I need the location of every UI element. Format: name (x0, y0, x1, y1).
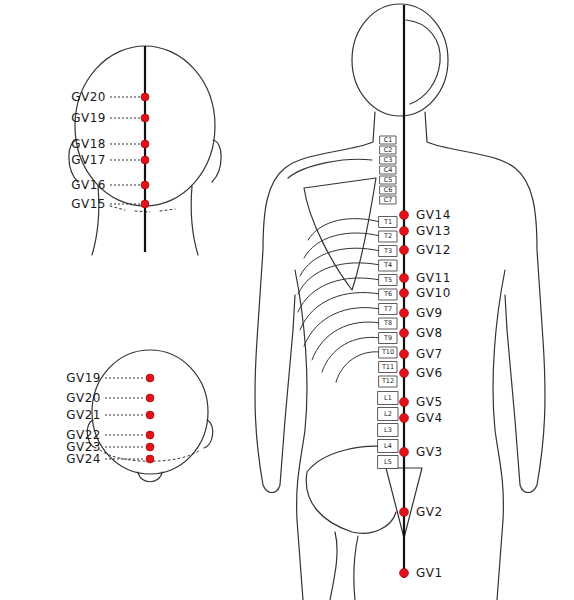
vertebra-label: T2 (384, 233, 392, 240)
vertebra-label: T3 (384, 248, 392, 255)
point-label: GV24 (66, 453, 101, 465)
point-label: GV18 (71, 138, 106, 150)
vertebra-label: C2 (384, 147, 393, 154)
vertebra-label: T11 (382, 364, 394, 371)
vertebra-label: L4 (384, 443, 392, 450)
point-label: GV3 (416, 446, 443, 458)
point-label: GV15 (71, 198, 106, 210)
vertebra-label: T12 (382, 378, 394, 385)
point-label: GV19 (66, 372, 101, 384)
point-label: GV1 (416, 567, 443, 579)
vertebra-label: T9 (384, 335, 392, 342)
point-label: GV20 (71, 91, 106, 103)
vertebra-label: T6 (384, 291, 392, 298)
point-label: GV2 (416, 506, 443, 518)
point-label: GV6 (416, 367, 443, 379)
vertebra-label: C1 (384, 137, 393, 144)
point-label: GV22 (66, 429, 101, 441)
vertebra-label: L2 (384, 411, 392, 418)
vertebra-label: T5 (384, 277, 392, 284)
vertebra-label: T7 (384, 306, 392, 313)
point-label: GV23 (66, 441, 101, 453)
point-label: GV7 (416, 348, 443, 360)
point-label: GV12 (416, 244, 451, 256)
point-label: GV11 (416, 272, 451, 284)
point-label: GV17 (71, 154, 106, 166)
vertebra-label: T4 (384, 262, 392, 269)
point-label: GV10 (416, 287, 451, 299)
vertebra-label: L1 (384, 395, 392, 402)
vertebra-label: C6 (384, 187, 393, 194)
point-label: GV16 (71, 179, 106, 191)
point-label: GV13 (416, 225, 451, 237)
point-label: GV19 (71, 112, 106, 124)
vertebra-label: C5 (384, 177, 393, 184)
point-label: GV20 (66, 392, 101, 404)
vertebra-label: T8 (384, 320, 392, 327)
point-label: GV9 (416, 307, 443, 319)
point-label: GV5 (416, 396, 443, 408)
vertebra-label: L5 (384, 459, 392, 466)
vertebra-label: C7 (384, 197, 393, 204)
vertebra-label: T1 (384, 219, 392, 226)
point-label: GV14 (416, 209, 451, 221)
vertebra-label: C4 (384, 167, 393, 174)
point-label: GV21 (66, 409, 101, 421)
vertebra-label: T10 (382, 349, 394, 356)
vertebra-label: L3 (384, 427, 392, 434)
vertebra-label: C3 (384, 157, 393, 164)
point-label: GV4 (416, 412, 443, 424)
point-label: GV8 (416, 327, 443, 339)
